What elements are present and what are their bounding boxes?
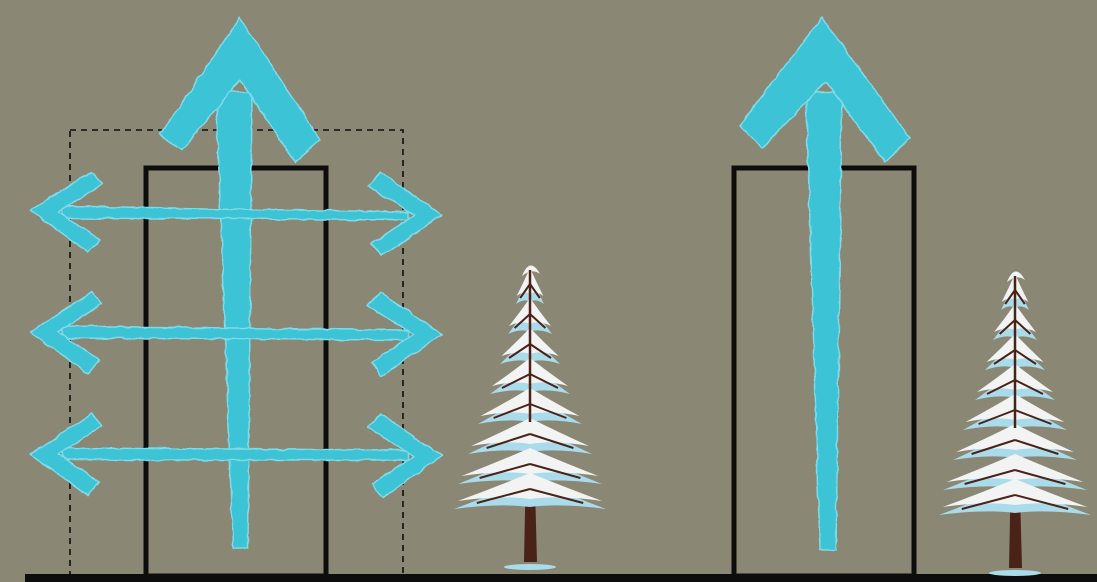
snowy-pine-tree	[454, 265, 606, 570]
tree-snow-tier	[471, 418, 589, 446]
snowy-pine-tree	[939, 271, 1091, 576]
right-panel	[734, 18, 914, 576]
tree-snow-tier	[956, 424, 1074, 452]
left-up-arrow	[160, 18, 320, 548]
tree-base-snow	[989, 570, 1041, 576]
left-panel	[30, 18, 442, 576]
tree-base-snow	[504, 564, 556, 570]
tree-snow-tier	[947, 454, 1084, 482]
tree-snow-tier	[462, 448, 599, 476]
right-up-arrow	[740, 18, 910, 550]
